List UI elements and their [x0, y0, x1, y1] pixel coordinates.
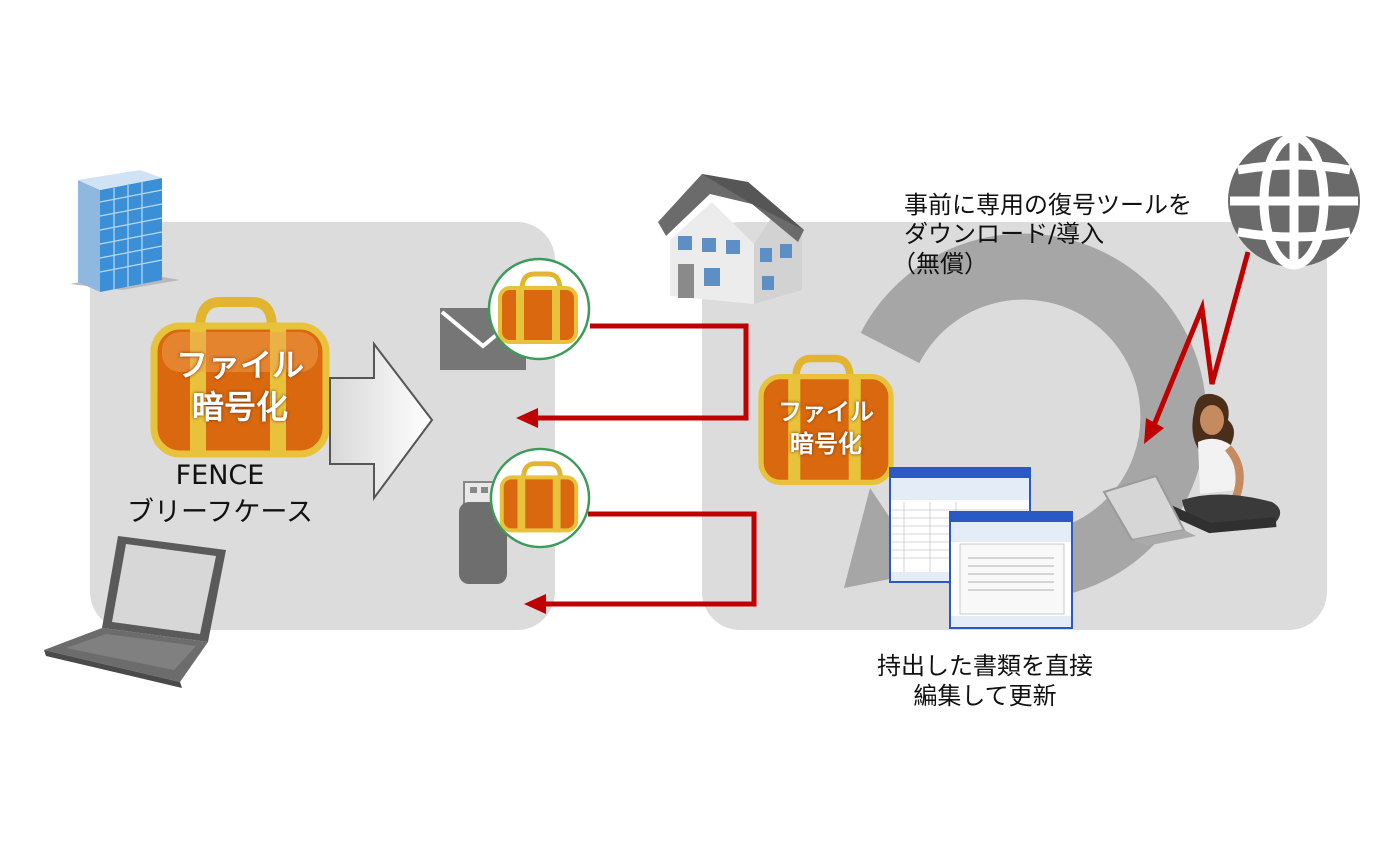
download-note-line3: （無償）: [892, 250, 988, 278]
woman-with-laptop-icon: [1102, 393, 1281, 546]
usb-return-arrow: [524, 511, 757, 614]
globe-icon: [1228, 132, 1360, 270]
product-name: FENCE: [175, 460, 265, 491]
left-case-label-line2: 暗号化: [191, 388, 288, 426]
usb-briefcase-icon: [489, 447, 591, 549]
email-briefcase-icon: [487, 257, 591, 361]
email-return-arrow: [516, 323, 749, 428]
download-lightning-arrow: [1144, 251, 1251, 444]
left-case-label-line1: ファイル: [175, 346, 304, 384]
briefcase-icon: [150, 297, 330, 458]
house-icon: [658, 174, 804, 304]
download-note-line1: 事前に専用の復号ツールを: [904, 191, 1192, 219]
product-subtitle: ブリーフケース: [126, 497, 314, 528]
edit-note-line2: 編集して更新: [913, 682, 1057, 710]
laptop-icon: [44, 536, 226, 688]
right-case-label-line2: 暗号化: [790, 430, 862, 458]
big-right-arrow: [329, 341, 434, 502]
right-case-label-line1: ファイル: [778, 398, 874, 426]
word-window-icon: [949, 511, 1073, 629]
office-building-icon: [70, 170, 180, 292]
usb-drive-icon: [459, 481, 507, 584]
edit-note-line1: 持出した書類を直接: [877, 652, 1093, 680]
briefcase-icon: [758, 354, 894, 486]
download-note-line2: ダウンロード/導入: [904, 220, 1105, 248]
